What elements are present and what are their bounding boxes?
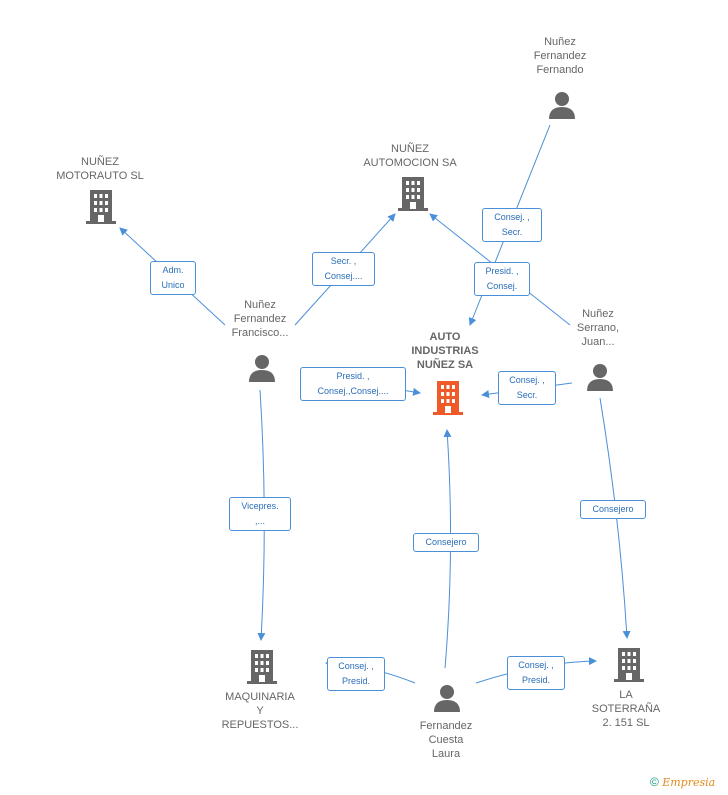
brand-logo-text: Empresia <box>662 776 716 789</box>
person-icon[interactable] <box>247 353 277 383</box>
node-label-nunez-automocion[interactable]: NUÑEZ AUTOMOCION SA <box>363 143 457 169</box>
relation-label[interactable]: Consej. , Secr. <box>482 208 542 242</box>
node-label-maquinaria[interactable]: MAQUINARIA Y REPUESTOS... <box>221 691 299 731</box>
relation-label[interactable]: Secr. , Consej.... <box>312 252 375 286</box>
building-icon[interactable] <box>247 650 277 684</box>
person-icon[interactable] <box>432 683 462 713</box>
relation-label[interactable]: Presid. , Consej. <box>474 262 530 296</box>
node-label-fernandez-laura[interactable]: Fernandez Cuesta Laura <box>419 720 473 760</box>
node-label-nunez-serrano[interactable]: Nuñez Serrano, Juan... <box>576 308 620 348</box>
building-focus-icon[interactable] <box>433 381 463 415</box>
relation-label[interactable]: Consej. , Presid. <box>327 657 385 691</box>
relation-label[interactable]: Consejero <box>413 533 479 552</box>
building-icon[interactable] <box>86 190 116 224</box>
person-icon[interactable] <box>585 362 615 392</box>
person-icon[interactable] <box>547 90 577 120</box>
footer-brand: © Empresia <box>650 775 715 789</box>
copyright-icon: © <box>650 775 659 789</box>
relation-label[interactable]: Adm. Unico <box>150 261 196 295</box>
node-label-nunez-motorauto[interactable]: NUÑEZ MOTORAUTO SL <box>56 156 144 182</box>
building-icon[interactable] <box>398 177 428 211</box>
edge-serrano-soterrana <box>599 397 631 639</box>
node-label-auto-industrias[interactable]: AUTO INDUSTRIAS NUÑEZ SA <box>411 331 479 371</box>
relation-label[interactable]: Consejero <box>580 500 646 519</box>
node-label-la-soterrana[interactable]: LA SOTERRAÑA 2. 151 SL <box>591 689 661 729</box>
relation-label[interactable]: Consej. , Secr. <box>498 371 556 405</box>
relation-label[interactable]: Consej. , Presid. <box>507 656 565 690</box>
node-label-nunez-francisco[interactable]: Nuñez Fernandez Francisco... <box>231 299 289 339</box>
relation-label[interactable]: Presid. , Consej.,Consej.... <box>300 367 406 401</box>
relation-label[interactable]: Vicepres. ,... <box>229 497 291 531</box>
node-label-nunez-fernando[interactable]: Nuñez Fernandez Fernando <box>533 36 587 76</box>
building-icon[interactable] <box>614 648 644 682</box>
